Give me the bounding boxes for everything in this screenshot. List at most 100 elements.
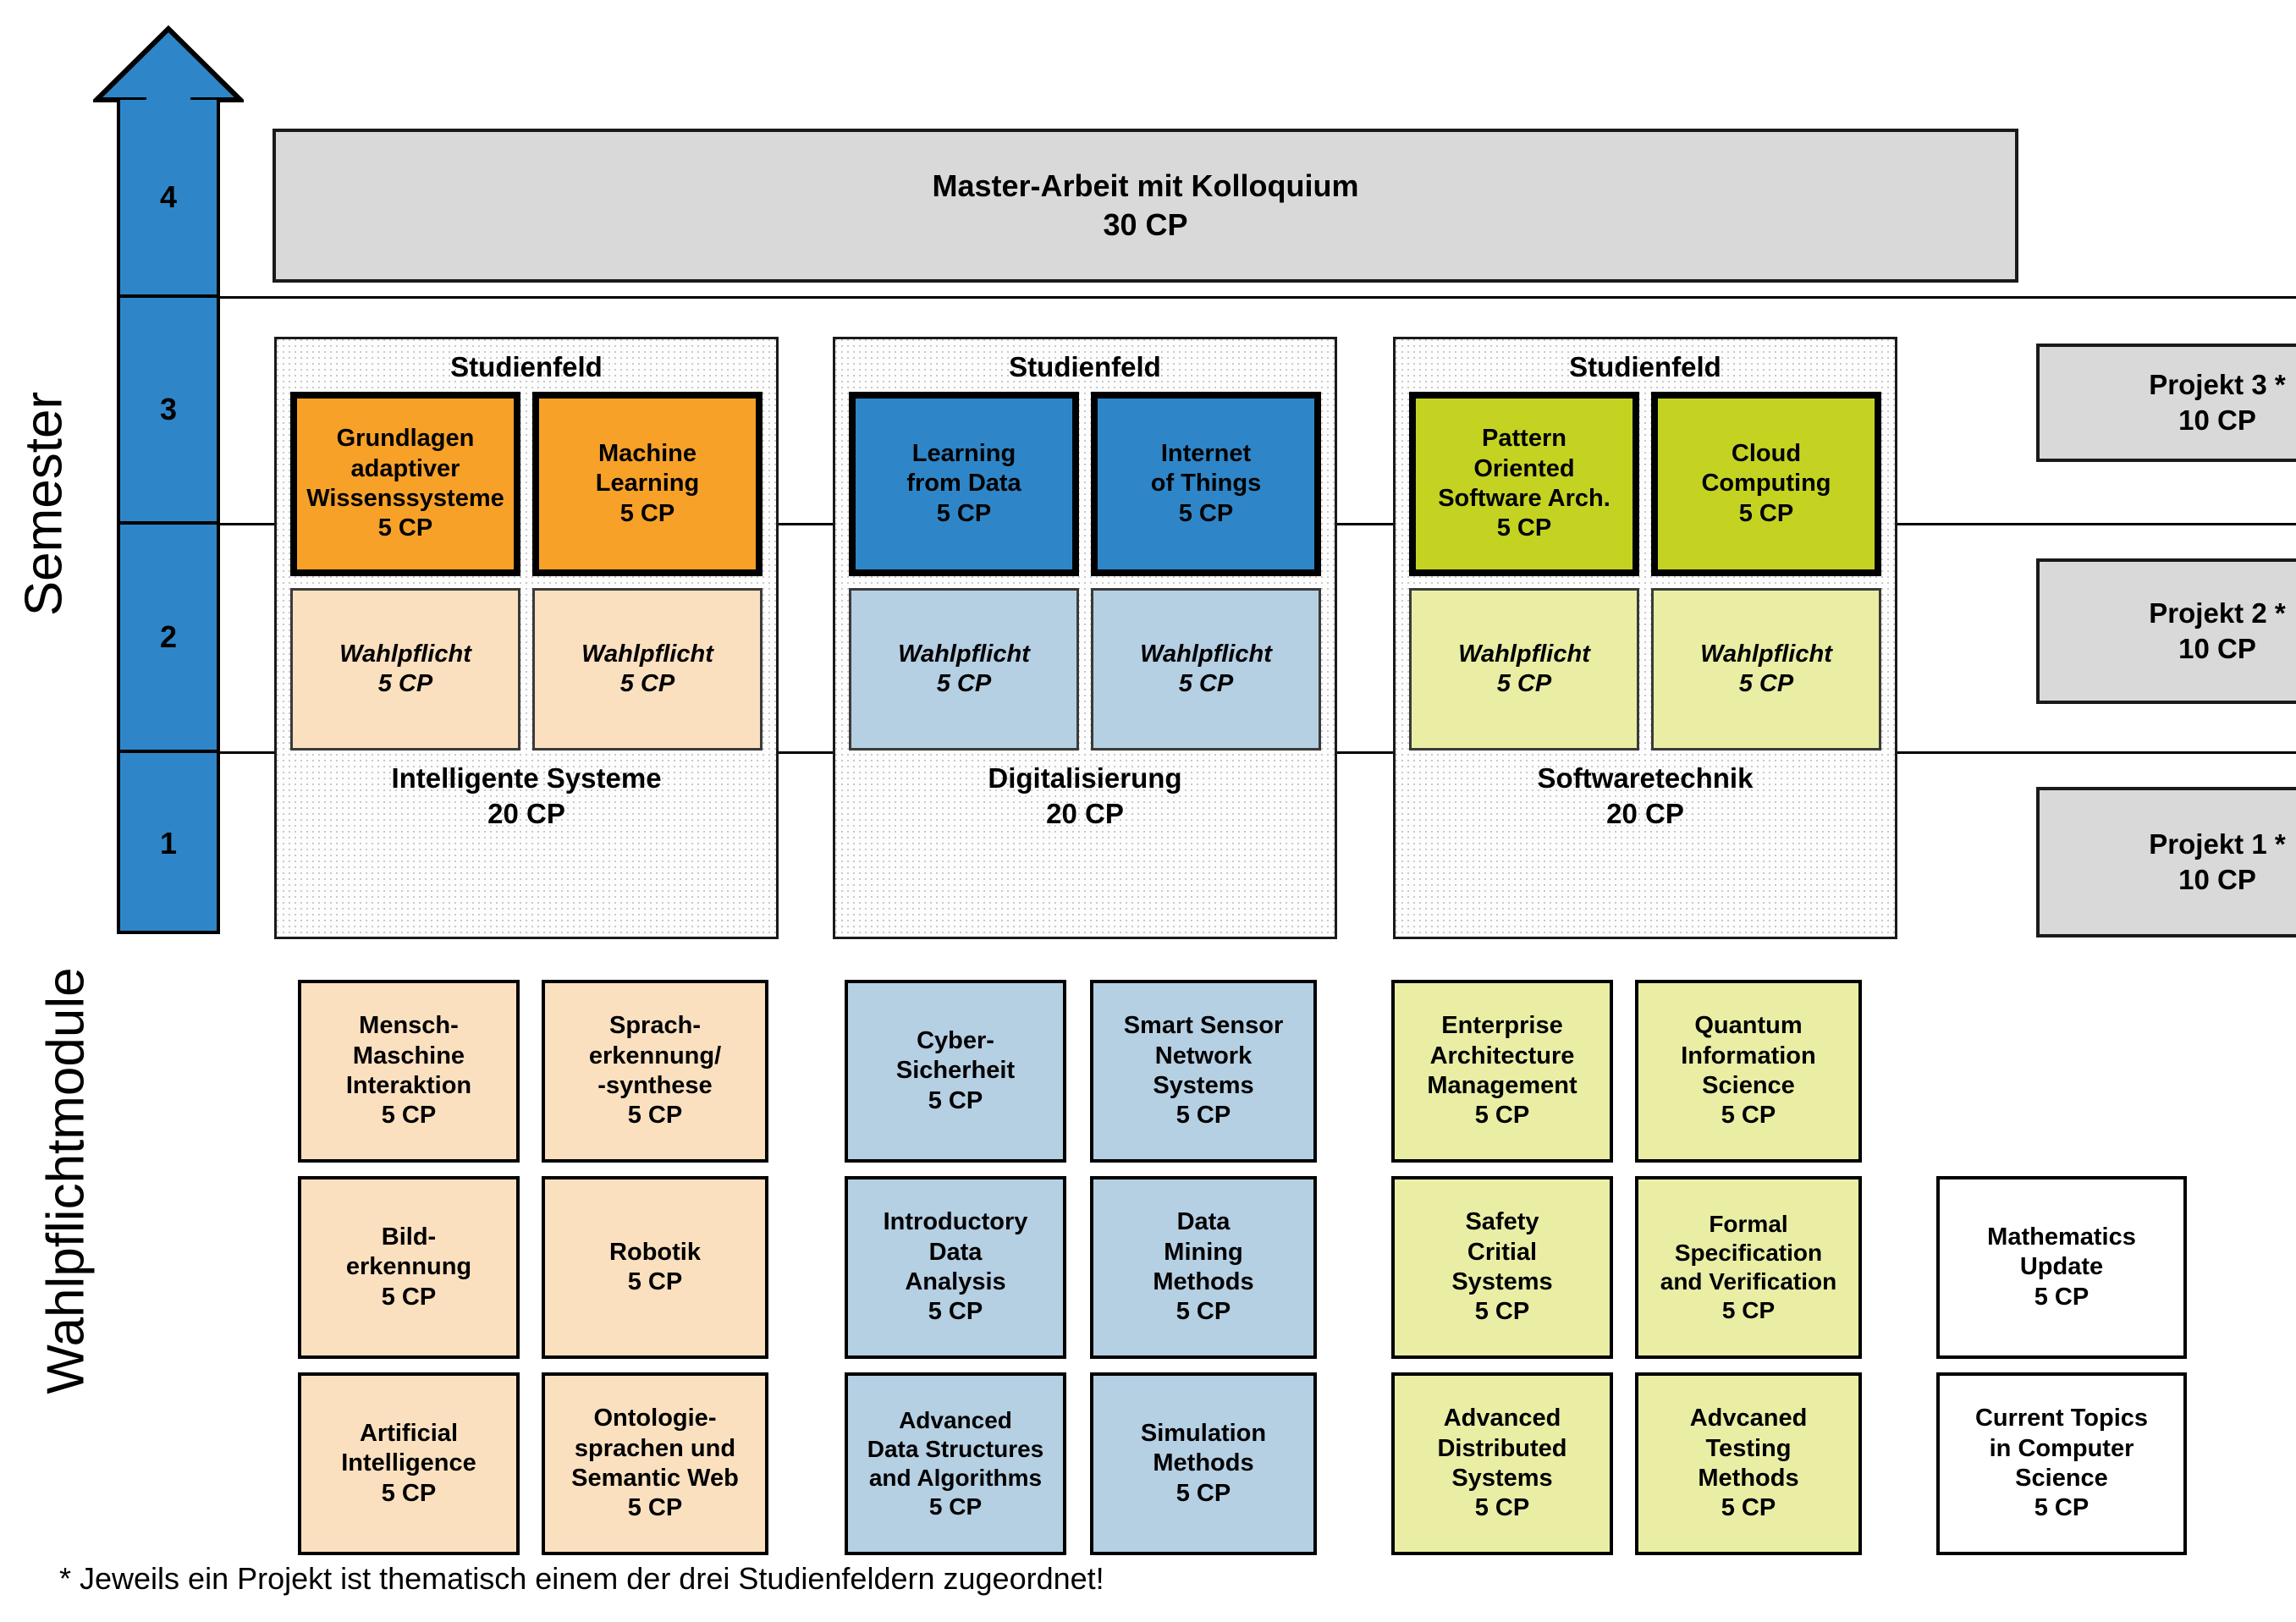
- module-credits: 5 CP: [1496, 670, 1552, 697]
- module-credits: 5 CP: [627, 1102, 683, 1130]
- studienfeld-footer: Digitalisierung 20 CP: [988, 761, 1181, 831]
- semester-cell-2: 2: [117, 525, 220, 753]
- projekt-credits: 10 CP: [2178, 404, 2256, 436]
- semester-divider-2-1-seg-2: [777, 751, 833, 754]
- module-credits: 5 CP: [1474, 1298, 1530, 1326]
- studienfeld-header: Studienfeld: [1569, 351, 1721, 382]
- projekt-2-box[interactable]: Projekt 2 * 10 CP: [2036, 558, 2296, 704]
- elective-spracherkennung-synthese[interactable]: Sprach-erkennung/-synthese 5 CP: [542, 980, 768, 1163]
- module-credits: 5 CP: [381, 1283, 437, 1311]
- module-credits: 5 CP: [627, 1268, 683, 1295]
- studienfeld-name: Intelligente Systeme: [391, 762, 662, 794]
- studienfeld-footer: Intelligente Systeme 20 CP: [391, 761, 661, 831]
- module-credits: 5 CP: [1178, 499, 1234, 527]
- module-credits: 5 CP: [619, 670, 675, 697]
- master-thesis-box[interactable]: Master-Arbeit mit Kolloquium 30 CP: [273, 129, 2018, 283]
- projekt-title: Projekt 3 *: [2149, 368, 2286, 400]
- studienfeld-name: Softwaretechnik: [1537, 762, 1754, 794]
- studienfeld-header: Studienfeld: [1009, 351, 1161, 382]
- module-credits: 5 CP: [928, 1493, 983, 1520]
- projekt-1-box[interactable]: Projekt 1 * 10 CP: [2036, 787, 2296, 937]
- module-credits: 5 CP: [1176, 1298, 1231, 1326]
- elective-module-row: Wahlpflicht 5 CP Wahlpflicht 5 CP: [290, 588, 763, 751]
- module-title: Wahlpflicht: [1140, 640, 1272, 668]
- module-credits: 5 CP: [1738, 499, 1794, 527]
- module-credits: 5 CP: [1176, 1479, 1231, 1507]
- module-credits: 5 CP: [627, 1494, 683, 1522]
- module-credits: 5 CP: [928, 1298, 983, 1326]
- projekt-3-box[interactable]: Projekt 3 * 10 CP: [2036, 344, 2296, 462]
- module-title: Wahlpflicht: [1458, 640, 1590, 668]
- module-credits: 5 CP: [1496, 514, 1552, 542]
- module-credits: 5 CP: [2034, 1283, 2090, 1311]
- module-title: Wahlpflicht: [1700, 640, 1832, 668]
- projekt-credits: 10 CP: [2178, 633, 2256, 664]
- studienfeld-header: Studienfeld: [450, 351, 603, 382]
- module-wahlpflicht-2[interactable]: Wahlpflicht 5 CP: [1091, 588, 1321, 751]
- module-wahlpflicht-1[interactable]: Wahlpflicht 5 CP: [290, 588, 520, 751]
- elective-bilderkennung[interactable]: Bild-erkennung 5 CP: [298, 1176, 520, 1359]
- projekt-title: Projekt 1 *: [2149, 827, 2286, 860]
- semester-axis-label: Semester: [14, 391, 74, 617]
- elective-cyber-sicherheit[interactable]: Cyber-Sicherheit 5 CP: [845, 980, 1066, 1163]
- semester-divider-3-2-seg-2: [777, 523, 833, 525]
- module-credits: 5 CP: [619, 499, 675, 527]
- master-thesis-credits: 30 CP: [1103, 207, 1188, 242]
- semester-divider-2-1-seg-4: [1896, 751, 2296, 754]
- module-credits: 5 CP: [2034, 1494, 2090, 1522]
- module-wahlpflicht-1[interactable]: Wahlpflicht 5 CP: [1409, 588, 1639, 751]
- module-wahlpflicht-2[interactable]: Wahlpflicht 5 CP: [1651, 588, 1881, 751]
- studienfeld-credits: 20 CP: [487, 797, 565, 829]
- projekt-credits: 10 CP: [2178, 864, 2256, 895]
- module-wahlpflicht-1[interactable]: Wahlpflicht 5 CP: [849, 588, 1079, 751]
- studienfeld-credits: 20 CP: [1606, 797, 1684, 829]
- semester-divider-2-1-seg-3: [1335, 751, 1393, 754]
- module-credits: 5 CP: [1721, 1102, 1776, 1130]
- elective-robotik[interactable]: Robotik 5 CP: [542, 1176, 768, 1359]
- module-wahlpflicht-2[interactable]: Wahlpflicht 5 CP: [532, 588, 763, 751]
- module-title: Wahlpflicht: [898, 640, 1030, 668]
